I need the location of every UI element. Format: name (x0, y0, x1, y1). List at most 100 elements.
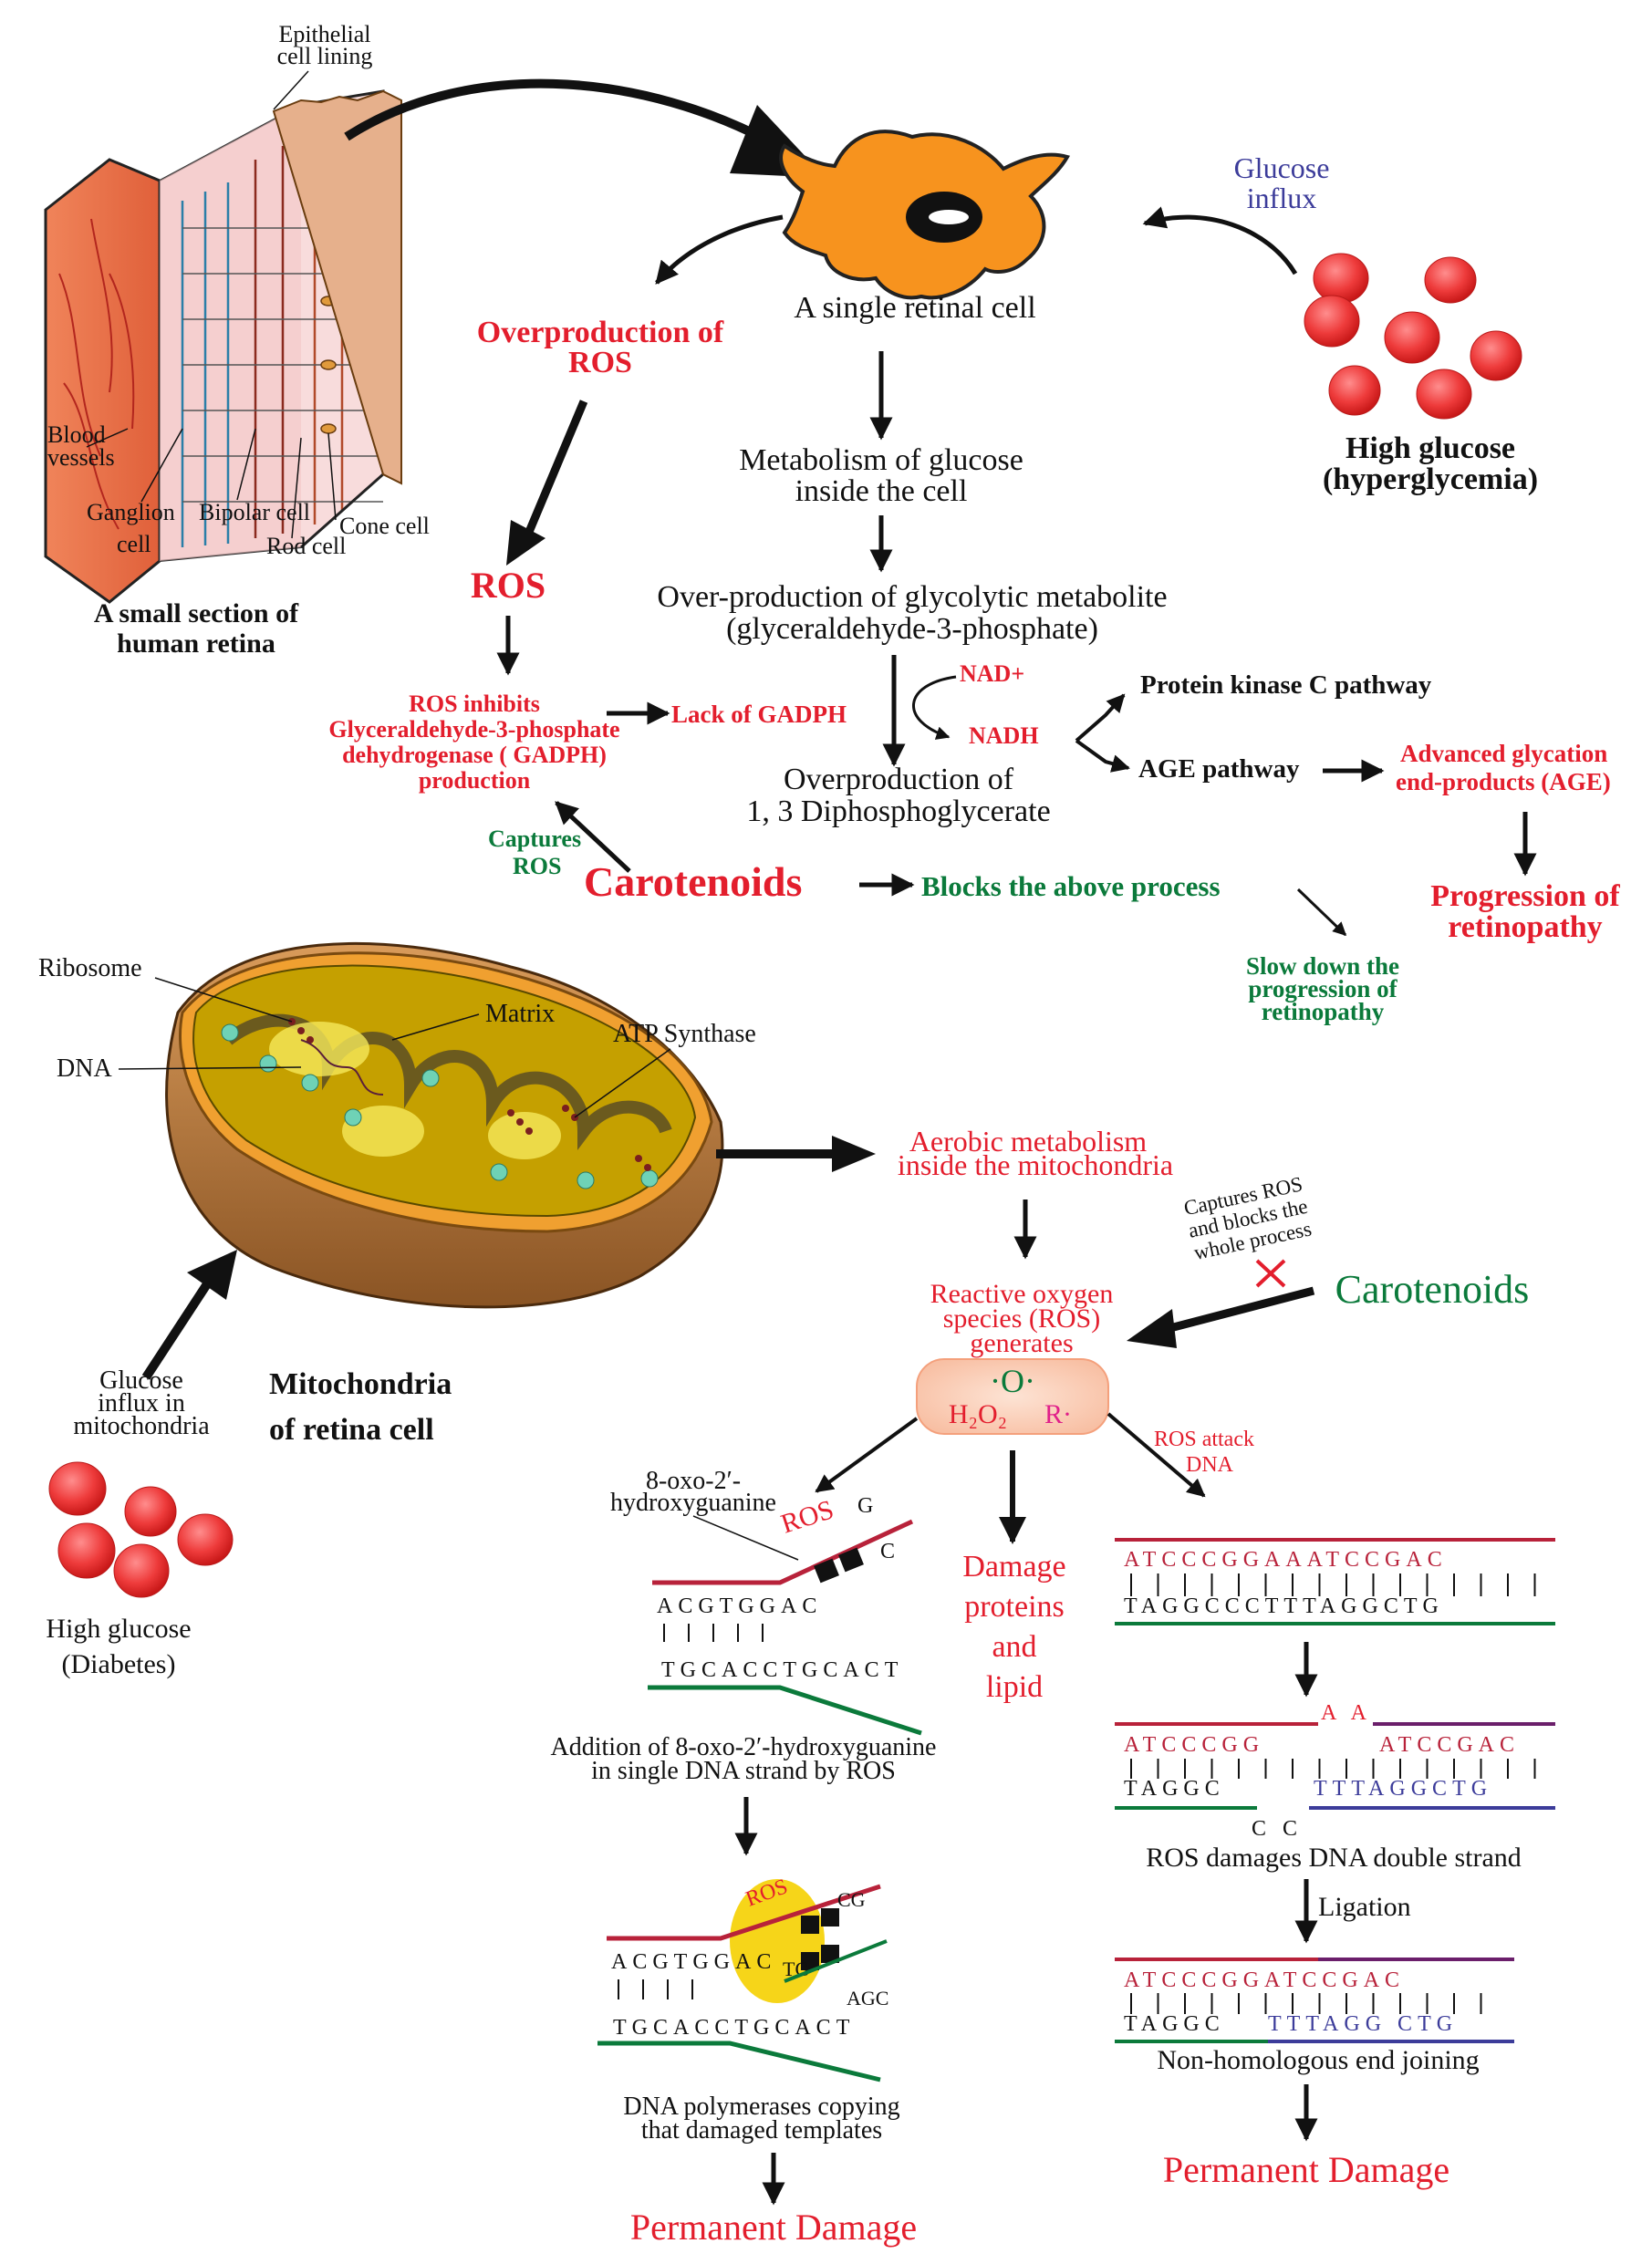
ganglion-label-2: cell (117, 531, 151, 557)
dna1-top-seq: ACGTGGAC (657, 1594, 822, 1618)
ribosome-label: Ribosome (38, 954, 142, 982)
glycolytic-label-1: Over-production of glycolytic metabolite (657, 580, 1167, 614)
rod-label: Rod cell (266, 533, 346, 559)
r-dot-label: R· (1044, 1399, 1072, 1429)
r2-cc: C C (1252, 1817, 1303, 1841)
mito-title-1: Mitochondria (269, 1367, 452, 1401)
addition-label-2: in single DNA strand by ROS (591, 1757, 896, 1785)
diabetes-label-1: High glucose (46, 1614, 191, 1644)
r3-bottom-left-seq: TAGGC (1124, 2012, 1225, 2036)
glucose-influx-label-2: influx (1247, 182, 1316, 214)
mito-influx-label-1: Glucose (99, 1366, 183, 1395)
retina-vessel-lines (58, 218, 135, 530)
overproduction-ros-label-1: Overproduction of (477, 316, 724, 349)
cone-label: Cone cell (339, 513, 430, 539)
permanent-damage-right: Permanent Damage (1163, 2149, 1449, 2190)
lack-gadph-label: Lack of GADPH (671, 701, 847, 728)
dna2-agc: AGC (847, 1987, 888, 2010)
h2o2-label: H₂O₂ (949, 1399, 1007, 1429)
mito-influx-label-3: mitochondria (73, 1412, 210, 1440)
ligation-label: Ligation (1318, 1892, 1411, 1922)
glucose-influx-arrow (1142, 206, 1298, 275)
pkc-label: Protein kinase C pathway (1140, 670, 1432, 700)
r1-top-seq: ATCCCGGAAATCCGAC (1124, 1548, 1448, 1572)
retina-caption-1: A small section of (94, 598, 299, 628)
aerobic-label-1: Aerobic metabolism (909, 1125, 1147, 1158)
dna-label: DNA (57, 1054, 112, 1083)
high-glucose-label-2: (hyperglycemia) (1323, 462, 1538, 496)
retinal-cell (779, 130, 1070, 300)
mitochondrion (165, 941, 724, 1309)
captures-blocks-text: Captures ROS and blocks the whole proces… (1182, 1172, 1314, 1264)
metabolism-label-2: inside the cell (795, 474, 968, 508)
age-end-label-1: Advanced glycation (1400, 740, 1607, 767)
epithelial-label-2: cell lining (277, 43, 373, 69)
r1-bottom-seq: TAGGCCCTTTAGGCTG (1124, 1594, 1444, 1618)
ros-species-box (916, 1358, 1109, 1435)
r2-top-left-seq: ATCCCGG (1124, 1733, 1264, 1757)
nhej-label: Non-homologous end joining (1157, 2045, 1479, 2075)
metabolism-label-1: Metabolism of glucose (739, 443, 1023, 477)
double-strand-label: ROS damages DNA double strand (1146, 1843, 1522, 1873)
damage-label-2: proteins (964, 1590, 1065, 1624)
ros-inhibits-3: dehydrogenase ( GADPH) (342, 742, 607, 768)
epithelial-lining (272, 89, 402, 485)
high-glucose-rbc-cluster (1304, 253, 1522, 420)
slow-down-label-3: retinopathy (1262, 998, 1385, 1025)
dna1-g: G (857, 1494, 873, 1518)
captures-ros-label-1: Captures (488, 826, 581, 852)
dna2-cg: CG (837, 1888, 866, 1911)
ros-down-arrow (520, 400, 588, 545)
retina-section: Epithelial cell lining Blood vessels Gan… (44, 21, 430, 659)
glycolytic-label-2: (glyceraldehyde-3-phosphate) (726, 612, 1098, 646)
ros-inhibits-2: Glyceraldehyde-3-phosphate (328, 716, 619, 743)
polymerase-label-2: that damaged templates (641, 2116, 882, 2145)
mito-title-2: of retina cell (269, 1413, 434, 1447)
ros-generates-3: generates (970, 1328, 1073, 1358)
progression-label-1: Progression of (1430, 879, 1620, 913)
ros-tag-1: ROS (777, 1494, 837, 1539)
dna1-bottom-seq: TGCACCTGCACT (661, 1658, 903, 1682)
diabetes-rbc-cluster (48, 1461, 234, 1598)
dna1-bottom-backbone (648, 1685, 922, 1736)
permanent-damage-left: Permanent Damage (630, 2207, 917, 2248)
ros-inhibits-1: ROS inhibits (409, 691, 540, 717)
retina-caption-2: human retina (117, 628, 275, 659)
glucose-influx-label-1: Glucose (1234, 151, 1330, 184)
cell-to-ros-arrow (655, 214, 784, 285)
cell-label: A single retinal cell (794, 291, 1035, 325)
diabetes-label-2: (Diabetes) (62, 1649, 176, 1679)
oxo-label-1: 8-oxo-2′- (646, 1467, 741, 1495)
slow-down-label-2: progression of (1248, 975, 1397, 1002)
diphospho-label-2: 1, 3 Diphosphoglycerate (746, 794, 1050, 828)
r3-top-seq: ATCCCGGATCCGAC (1124, 1968, 1405, 1992)
ros-label: ROS (471, 565, 545, 606)
ros-generates-1: Reactive oxygen (930, 1279, 1114, 1309)
dna2-top-seq: ACGTGGAC (611, 1950, 776, 1974)
ros-attack-1: ROS attack (1154, 1428, 1254, 1451)
overproduction-ros-label-2: ROS (568, 346, 632, 379)
nad-label: NAD+ (960, 660, 1024, 687)
r2-top-right-seq: ATCCGAC (1379, 1733, 1520, 1757)
r2-aa: A A (1321, 1701, 1372, 1725)
dna2-top-backbone (607, 1884, 881, 1941)
r3-bottom-right-seq: TTTAGG CTG (1268, 2012, 1458, 2036)
ros-generates-2: species (ROS) (943, 1303, 1100, 1334)
atp-label: ATP Synthase (613, 1020, 756, 1048)
captures-ros-label-2: ROS (513, 853, 561, 879)
r2-bottom-right-seq: TTTAGGCTG (1314, 1777, 1492, 1801)
aerobic-label-2: inside the mitochondria (898, 1148, 1173, 1181)
dna2-bottom-seq: TGCACCTGCACT (613, 2016, 855, 2040)
damage-label-3: and (992, 1630, 1036, 1664)
retina-to-cell-arrow (344, 78, 796, 160)
mito-influx-label-2: influx in (98, 1389, 185, 1418)
epithelial-label-1: Epithelial (278, 21, 370, 47)
age-end-label-2: end-products (AGE) (1396, 768, 1611, 795)
oxo-label-2: hydroxyguanine (610, 1489, 776, 1517)
dna2-bottom-backbone (597, 2041, 881, 2082)
addition-label-1: Addition of 8-oxo-2′-hydroxyguanine (551, 1733, 937, 1761)
r2-bottom-left-seq: TAGGC (1124, 1777, 1225, 1801)
diphospho-label-1: Overproduction of (784, 763, 1014, 796)
